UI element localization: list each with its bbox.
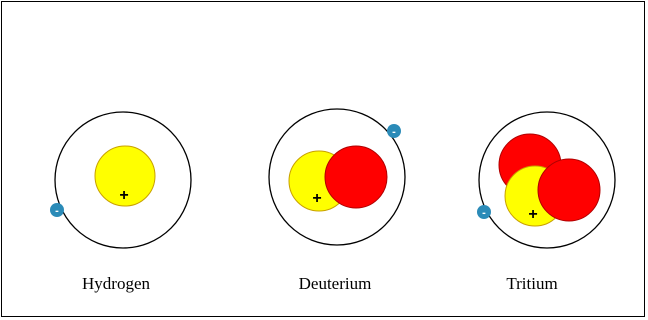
deuterium-electron-sign: - xyxy=(392,126,396,138)
deuterium-proton-sign: + xyxy=(312,190,321,207)
deuterium-neutron xyxy=(325,146,387,208)
tritium-proton-sign: + xyxy=(528,206,537,223)
hydrogen-atom: + - Hydrogen xyxy=(50,112,191,293)
deuterium-atom: + - Deuterium xyxy=(269,109,405,293)
hydrogen-proton-sign: + xyxy=(119,187,128,204)
tritium-electron-sign: - xyxy=(482,207,486,219)
tritium-label: Tritium xyxy=(506,274,557,293)
tritium-atom: + - Tritium xyxy=(477,112,615,293)
deuterium-label: Deuterium xyxy=(299,274,372,293)
hydrogen-electron-sign: - xyxy=(55,205,59,217)
hydrogen-label: Hydrogen xyxy=(82,274,150,293)
tritium-neutron-right xyxy=(538,159,600,221)
